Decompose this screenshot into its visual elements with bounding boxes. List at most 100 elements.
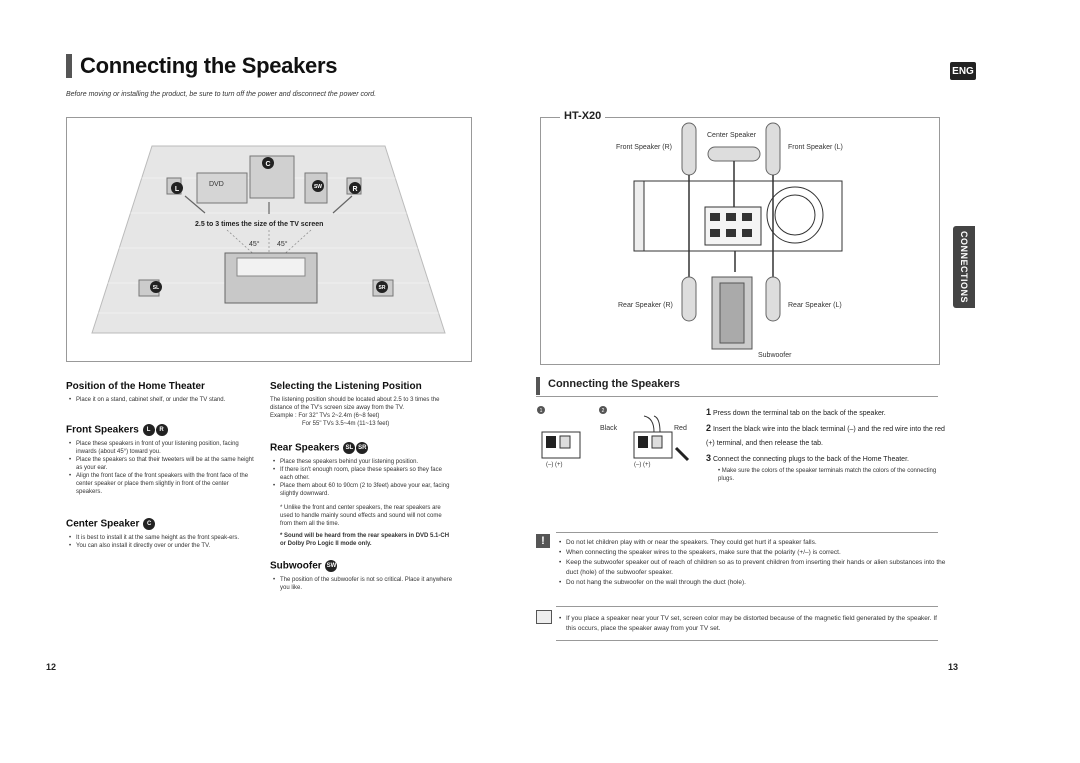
step-number: 2 [706, 423, 712, 433]
middle-column: Selecting the Listening Position The lis… [270, 381, 455, 592]
center-list: It is best to install it at the same hei… [66, 534, 256, 550]
power-warning: Before moving or installing the product,… [66, 91, 377, 98]
center-speaker-title: Center Speaker [66, 518, 140, 530]
cooling-fan [766, 186, 824, 244]
rear-note: * Unlike the front and center speakers, … [280, 505, 442, 527]
list-item: Place them about 60 to 90cm (2 to 3feet)… [273, 482, 455, 498]
step-text: Insert the black wire into the black ter… [706, 426, 945, 447]
figure-2-label: 2 [602, 408, 605, 414]
rear-left-badge-text: SL [153, 285, 159, 291]
step-3-note: • Make sure the colors of the speaker te… [718, 468, 937, 482]
section-divider [536, 396, 938, 397]
list-item: Keep the subwoofer speaker out of reach … [559, 558, 946, 578]
front-left-badge-text: L [175, 186, 180, 193]
page-number-left: 12 [46, 662, 57, 672]
step-text: Press down the terminal tab on the back … [712, 410, 886, 417]
caution-divider-top [556, 532, 938, 533]
center-badge-text: C [265, 161, 270, 168]
front-left-speaker [765, 122, 781, 176]
position-list: Place it on a stand, cabinet shelf, or u… [66, 396, 256, 404]
listening-heading: Selecting the Listening Position [270, 381, 422, 392]
list-item: Align the front face of the front speake… [69, 472, 256, 496]
front-right-badge [349, 182, 361, 194]
cooling-fan-inner [774, 194, 816, 236]
red-wire-label: Red [674, 425, 687, 432]
step-number: 1 [706, 407, 712, 417]
figure-1-label: 1 [540, 408, 543, 414]
list-item: Place it on a stand, cabinet shelf, or u… [69, 396, 256, 404]
connections-tab: CONNECTIONS [953, 226, 975, 308]
center-speaker-label: Center Speaker [707, 132, 757, 139]
polarity-2: (–) (+) [634, 462, 651, 468]
step-number: 3 [706, 453, 712, 463]
front-right-badge-icon: R [155, 424, 168, 436]
sofa-seat [236, 257, 306, 277]
step-3: 3 Connect the connecting plugs to the ba… [706, 451, 951, 467]
press-arrow [674, 446, 690, 462]
dvd-player [196, 172, 248, 204]
rear-left-badge [150, 281, 162, 293]
page-title: Connecting the Speakers [80, 53, 338, 78]
rear-speakers-title: Rear Speakers [270, 442, 340, 454]
angle-left: 45° [249, 240, 260, 248]
steps-list: 1 Press down the terminal tab on the bac… [706, 405, 951, 483]
subwoofer-badge-text: SW [314, 184, 322, 190]
terminal-figures: 1 2 (–) (+) (–) (+) Black Red [536, 404, 696, 476]
language-badge: ENG [950, 62, 976, 80]
position-heading: Position of the Home Theater [66, 381, 205, 392]
center-speaker-heading: Center Speaker C [66, 518, 256, 530]
rear-right-speaker [681, 276, 697, 322]
center-badge [262, 157, 274, 169]
front-right-label: Front Speaker (R) [616, 144, 672, 151]
front-speakers-title: Front Speakers [66, 424, 139, 436]
title-accent-bar [66, 54, 72, 78]
list-item: If there isn't enough room, place these … [273, 466, 455, 482]
rear-right-badge-text: SR [379, 285, 386, 291]
room-illustration: DVD C L SW R 2.5 to 3 times the size of … [91, 145, 446, 334]
dvd-label: DVD [209, 181, 224, 188]
rear-right-label: Rear Speaker (R) [618, 302, 673, 309]
step-text: Connect the connecting plugs to the back… [712, 456, 909, 463]
room-diagram: DVD C L SW R 2.5 to 3 times the size of … [66, 117, 472, 362]
caution-icon: ! [536, 534, 550, 548]
subwoofer-list: The position of the subwoofer is not so … [270, 576, 455, 592]
listening-example-1: Example : For 32" TVs 2~2.4m (6~8 feet) [270, 413, 380, 419]
left-column: Position of the Home Theater Place it on… [66, 381, 256, 550]
main-unit-side [633, 180, 645, 252]
rear-left-label: Rear Speaker (L) [788, 302, 842, 309]
angle-right: 45° [277, 240, 288, 248]
list-item: If you place a speaker near your TV set,… [559, 614, 946, 634]
list-item: The position of the subwoofer is not so … [273, 576, 455, 592]
list-item: It is best to install it at the same hei… [69, 534, 256, 542]
rear-left-speaker [765, 276, 781, 322]
figure-2-marker [599, 406, 607, 414]
distance-note: 2.5 to 3 times the size of the TV screen [195, 221, 323, 228]
polarity-1: (–) (+) [546, 462, 563, 468]
front-left-label: Front Speaker (L) [788, 144, 843, 151]
note-pencil-icon [536, 610, 552, 624]
connections-tab-label: CONNECTIONS [959, 230, 969, 304]
connection-illustration: Center Speaker Front Speaker (R) Front S… [616, 122, 843, 359]
listening-example-2: For 55" TVs 3.5~4m (11~13 feet) [302, 421, 390, 427]
subwoofer-face [719, 282, 745, 344]
front-right-speaker [681, 122, 697, 176]
figure-1-marker [537, 406, 545, 414]
subwoofer-label: Subwoofer [758, 352, 792, 359]
black-wire-label: Black [600, 425, 618, 432]
center-speaker [707, 146, 761, 162]
rear-note-bold: * Sound will be heard from the rear spea… [280, 533, 450, 547]
rear-right-badge-icon: SR [356, 442, 369, 454]
model-label: HT-X20 [560, 110, 606, 122]
note-list: If you place a speaker near your TV set,… [556, 614, 946, 634]
front-right-badge-text: R [352, 186, 357, 193]
section-title: Connecting the Speakers [548, 378, 681, 390]
subwoofer-heading: Subwoofer SW [270, 560, 455, 572]
note-divider-bottom [556, 640, 938, 641]
wire-black [643, 415, 655, 433]
center-badge-icon: C [143, 518, 156, 530]
section-accent-bar [536, 377, 540, 395]
speaker-terminal-block [704, 206, 762, 246]
list-item: When connecting the speaker wires to the… [559, 548, 946, 558]
